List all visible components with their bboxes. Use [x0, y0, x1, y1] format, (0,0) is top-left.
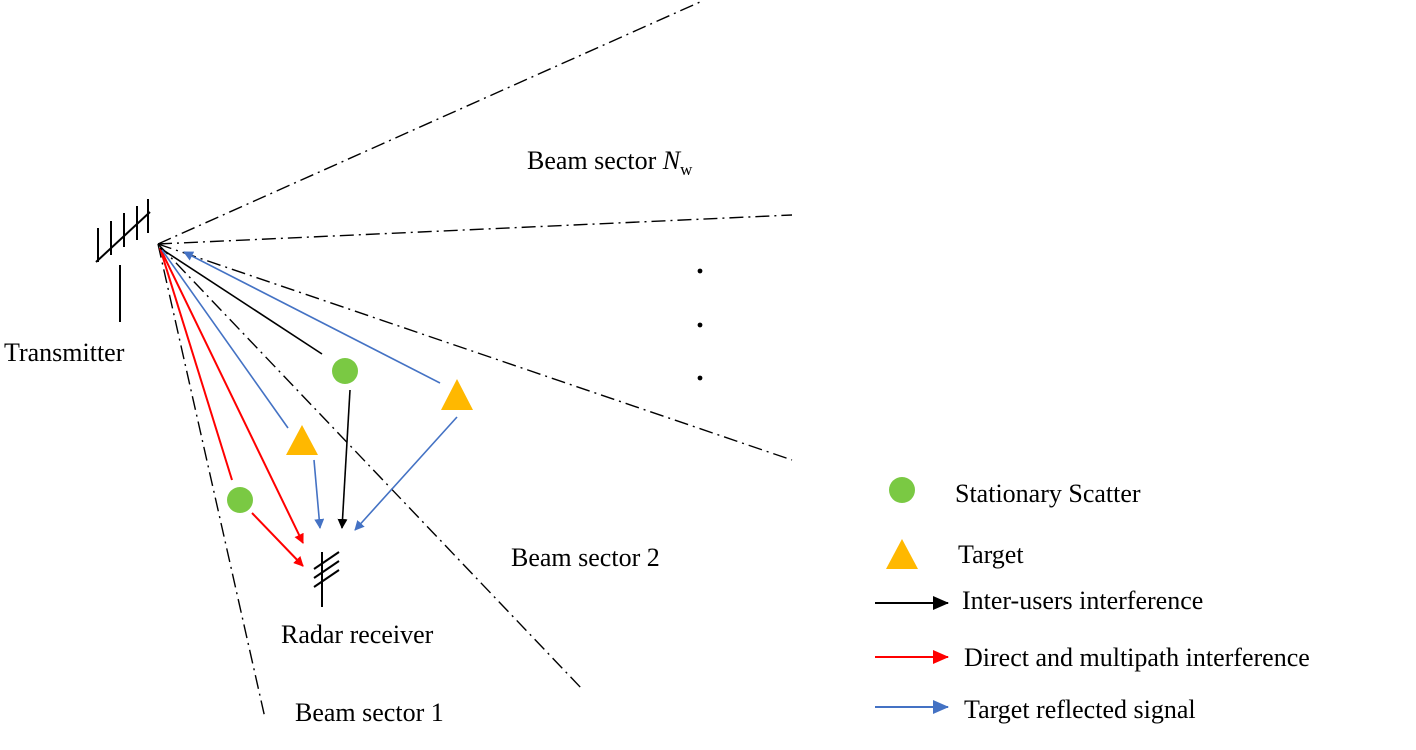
legend-symbols [875, 477, 949, 714]
legend-label-target-reflected: Target reflected signal [964, 695, 1196, 724]
blue-arrow-target2-to-receiver [354, 416, 458, 531]
sector-boundary-middle [157, 243, 793, 461]
direct-multipath-arrows [159, 247, 304, 567]
sector-boundary-top [157, 1, 701, 245]
beam-sector-1-label: Beam sector 1 [295, 698, 444, 727]
inter-users-arrows [159, 247, 351, 529]
ellipsis-dots [697, 268, 703, 381]
stationary-scatter-2 [227, 487, 253, 513]
target-2 [441, 379, 473, 410]
beam-sector-2-label: Beam sector 2 [511, 543, 660, 572]
transmitter-label: Transmitter [4, 338, 125, 367]
black-arrow-scatter-to-receiver [337, 389, 351, 529]
beam-sector-nw-label: Beam sector Nw [527, 146, 693, 179]
target-reflected-arrows [161, 249, 458, 531]
black-line-tx-to-scatter [159, 247, 323, 355]
red-arrow-tx-to-receiver-1 [159, 247, 304, 544]
receiver-antenna-icon [313, 551, 340, 607]
red-arrow-tx-to-scatter [159, 247, 233, 481]
legend-label-direct-multipath: Direct and multipath interference [964, 643, 1310, 672]
red-arrow-scatter-to-receiver [251, 512, 304, 567]
blue-arrow-target1-to-receiver [313, 459, 325, 529]
sector-boundaries [157, 1, 793, 719]
legend-scatter-symbol [889, 477, 915, 503]
target-1 [286, 425, 318, 455]
legend-target-symbol [886, 539, 918, 569]
blue-line-tx-to-target-1 [161, 249, 289, 429]
sector-boundary-upper [157, 214, 793, 245]
sector-boundary-lower [157, 243, 584, 691]
sector-boundary-bottom [157, 243, 266, 719]
legend-label-scatter: Stationary Scatter [955, 479, 1141, 508]
legend-label-inter-users: Inter-users interference [962, 586, 1204, 615]
stationary-scatter-1 [332, 358, 358, 384]
blue-arrow-target2-to-tx [183, 251, 441, 384]
transmitter-antenna-icon [95, 199, 151, 322]
radar-receiver-label: Radar receiver [281, 620, 434, 649]
legend-label-target: Target [958, 540, 1024, 569]
